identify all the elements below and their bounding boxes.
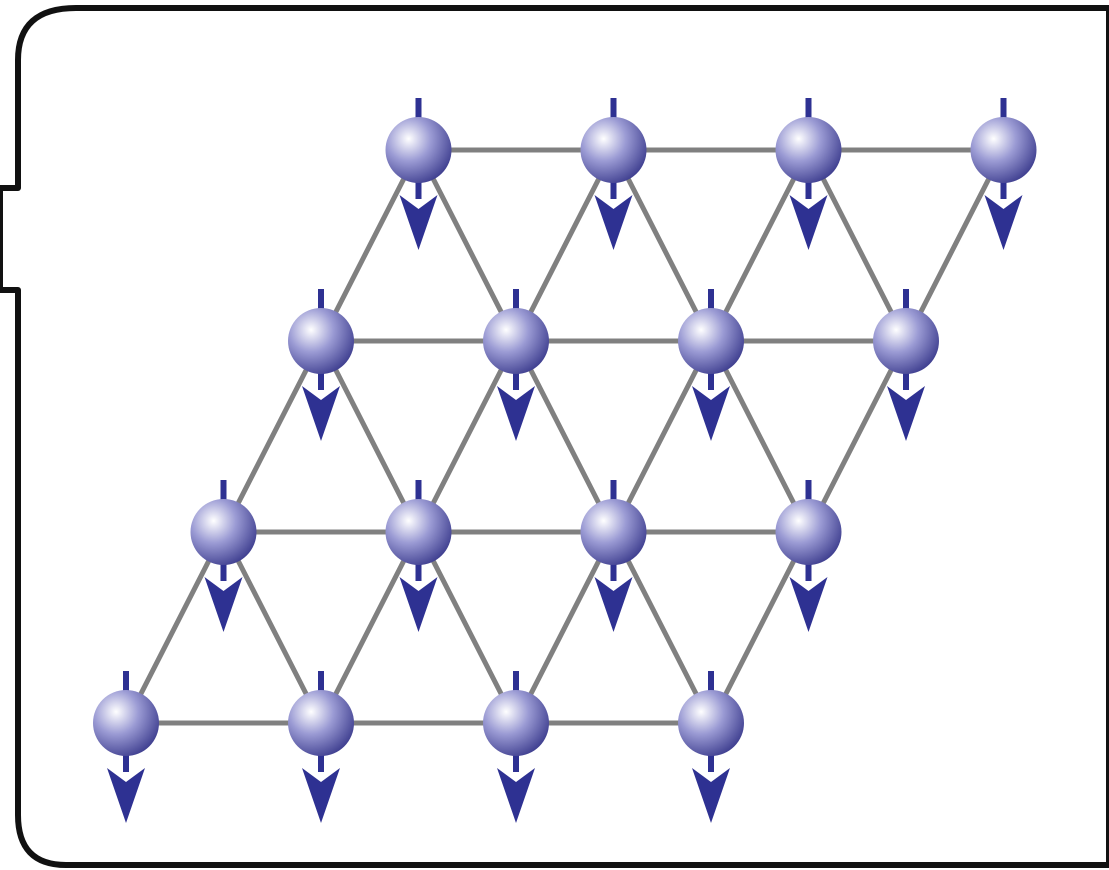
spin-arrow-head [497,386,535,441]
lattice-site [385,98,452,250]
site-sphere [580,499,647,565]
spin-arrow-head [594,195,633,250]
site-sphere [483,690,549,756]
lattice-site [775,480,842,632]
spin-arrow-head [302,768,340,823]
site-sphere [288,308,354,374]
bond-diagonal [416,147,519,344]
spin-arrow-head [789,577,828,632]
bond-diagonal [221,338,324,535]
spin-arrow-head [594,577,633,632]
lattice-site [580,480,647,632]
lattice-site [970,98,1037,250]
bond-diagonal [708,529,811,726]
lattice-site [190,480,257,632]
spin-arrow-head [399,195,438,250]
bond-diagonal [611,338,714,535]
spin-arrow-head [107,768,145,823]
bond-diagonal [806,147,909,344]
site-sphere [483,308,549,374]
spin-arrow-head [887,386,925,441]
spin-arrow-head [497,768,535,823]
bond-diagonal [318,338,421,535]
site-sphere [385,117,452,183]
bond-diagonal [513,147,616,344]
bond-diagonal [513,529,616,726]
lattice-site [678,289,744,441]
bond-diagonal [903,147,1006,344]
lattice-site [288,671,354,823]
spin-arrow-head [692,386,730,441]
lattice-site [385,480,452,632]
spin-arrow-head [399,577,438,632]
site-sphere [873,308,939,374]
spin-arrow-head [984,195,1023,250]
lattice-site [483,289,549,441]
lattice-site [678,671,744,823]
lattice-sites [93,98,1037,823]
bond-diagonal [806,338,909,535]
site-sphere [775,117,842,183]
bond-diagonal [123,529,226,726]
callout-frame [0,5,1109,868]
bond-diagonal [221,529,324,726]
site-sphere [580,117,647,183]
bond-diagonal [318,529,421,726]
site-sphere [190,499,257,565]
site-sphere [288,690,354,756]
lattice-site [93,671,159,823]
spin-arrow-head [692,768,730,823]
site-sphere [385,499,452,565]
bond-diagonal [416,338,519,535]
site-sphere [678,308,744,374]
site-sphere [775,499,842,565]
lattice-site [775,98,842,250]
bond-diagonal [708,147,811,344]
lattice-site [873,289,939,441]
lattice-site [483,671,549,823]
spin-arrow-head [789,195,828,250]
spin-arrow-head [204,577,243,632]
bond-diagonal [611,147,714,344]
bond-diagonal [708,338,811,535]
site-sphere [970,117,1037,183]
bond-diagonal [416,529,519,726]
site-sphere [678,690,744,756]
bond-diagonal [611,529,714,726]
bond-diagonal [318,147,421,344]
site-sphere [93,690,159,756]
bond-diagonal [513,338,616,535]
lattice-site [580,98,647,250]
lattice-site [288,289,354,441]
spin-arrow-head [302,386,340,441]
